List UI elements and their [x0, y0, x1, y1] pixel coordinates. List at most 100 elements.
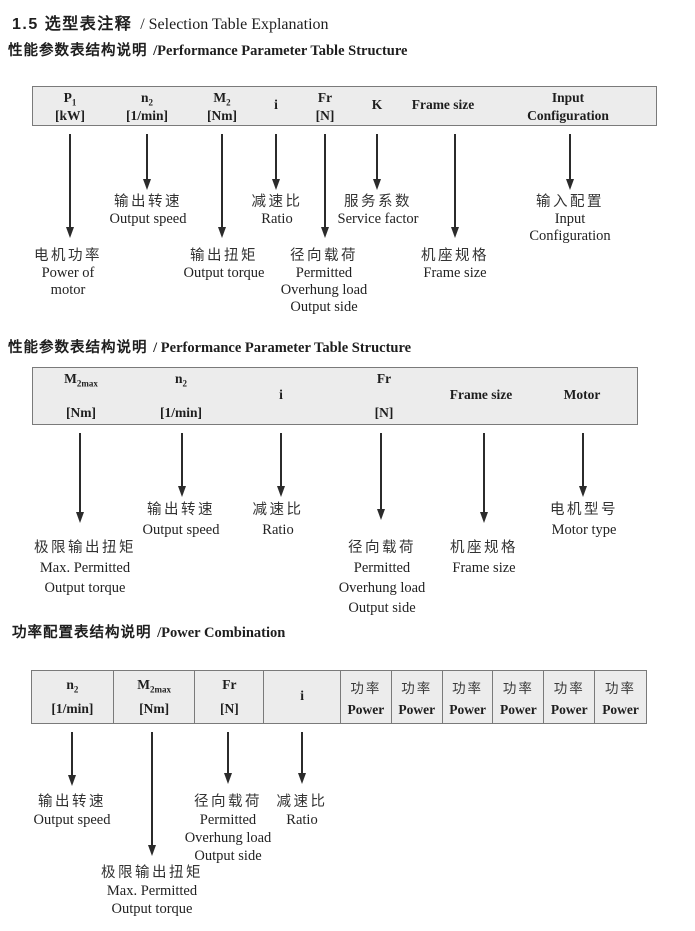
t1-col-fr: Fr [N]: [316, 86, 335, 126]
performance-table-2: [32, 367, 638, 425]
col-unit: [Nm]: [139, 700, 170, 716]
section3-heading: 功率配置表结构说明 /Power Combination: [12, 621, 285, 642]
label-line: 机座规格: [421, 248, 489, 264]
down-arrow-icon: [146, 732, 158, 856]
col-unit: Power: [500, 701, 537, 717]
label-line: Overhung load: [280, 282, 368, 298]
section2-heading-en: / Performance Parameter Table Structure: [153, 340, 412, 356]
label-line: Ratio: [286, 812, 318, 828]
t2-col-n2: n2 [1/min]: [160, 367, 202, 425]
down-arrow-icon: [449, 134, 461, 238]
down-arrow-icon: [176, 433, 188, 497]
col-unit: [1/min]: [51, 700, 94, 716]
t1-col-k: K: [372, 86, 383, 126]
down-arrow-icon: [66, 732, 78, 786]
t1-col-frame-size: Frame size: [412, 86, 475, 126]
label-line: 减速比: [251, 194, 303, 210]
t3-col-power-6: 功率 Power: [595, 671, 646, 723]
label-line: 径向载荷: [347, 540, 416, 556]
col-unit: [Nm]: [207, 107, 237, 123]
t2-col-m2max: M2max [Nm]: [64, 367, 98, 425]
col-symbol: Frame size: [449, 387, 513, 403]
col-unit: [kW]: [55, 107, 85, 123]
label-line: Ratio: [261, 211, 293, 227]
col-symbol: i: [279, 387, 283, 403]
label-line: Frame size: [452, 560, 516, 576]
t3-col-m2max: M2max [Nm]: [114, 671, 196, 723]
down-arrow-icon: [64, 134, 76, 238]
label-line: Output torque: [44, 580, 126, 596]
col-symbol: M2max: [64, 371, 98, 389]
label-line: Ratio: [262, 522, 294, 538]
section2-heading: 性能参数表结构说明 / Performance Parameter Table …: [8, 336, 411, 357]
t3-col-i: i: [264, 671, 341, 723]
down-arrow-icon: [319, 134, 331, 238]
callout-ratio: 减速比 Ratio: [277, 793, 328, 829]
down-arrow-icon: [222, 732, 234, 784]
t2-col-motor: Motor: [564, 367, 601, 425]
down-arrow-icon: [296, 732, 308, 784]
col-unit: Configuration: [527, 107, 609, 123]
t1-col-i: i: [274, 86, 278, 126]
callout-ratio: 减速比 Ratio: [253, 500, 304, 540]
power-combination-table: n2 [1/min] M2max [Nm] Fr [N] i 功率 Power …: [31, 670, 647, 724]
section1-heading-en: /Performance Parameter Table Structure: [153, 43, 408, 59]
t3-col-fr: Fr [N]: [195, 671, 265, 723]
t3-col-power-3: 功率 Power: [443, 671, 494, 723]
col-symbol: 功率: [553, 680, 585, 696]
t1-col-input-configuration: Input Configuration: [527, 86, 609, 126]
label-line: 输入配置: [535, 194, 604, 210]
col-symbol: 功率: [605, 680, 637, 696]
col-symbol: n2: [174, 371, 187, 389]
col-unit: [Nm]: [66, 405, 96, 420]
t3-col-power-1: 功率 Power: [341, 671, 392, 723]
section2-heading-cn: 性能参数表结构说明: [8, 340, 148, 356]
col-symbol: 功率: [452, 680, 484, 696]
down-arrow-icon: [270, 134, 282, 190]
t2-col-i: i: [279, 367, 283, 425]
label-line: motor: [50, 282, 86, 298]
t1-col-p1: P1 [kW]: [55, 86, 85, 126]
t2-col-frame-size: Frame size: [450, 367, 513, 425]
col-unit: Power: [398, 701, 436, 717]
label-line: 减速比: [276, 794, 328, 810]
col-symbol: Input: [551, 90, 585, 105]
col-unit: [N]: [219, 700, 239, 716]
down-arrow-icon: [216, 134, 228, 238]
label-line: 输出转速: [37, 794, 106, 810]
label-line: Configuration: [529, 228, 611, 244]
down-arrow-icon: [564, 134, 576, 190]
label-line: 极限输出扭矩: [34, 540, 136, 556]
label-line: Permitted: [199, 812, 257, 828]
col-symbol: 功率: [502, 680, 534, 696]
section3-heading-cn: 功率配置表结构说明: [12, 625, 152, 641]
col-symbol: Fr: [317, 90, 333, 105]
label-line: Motor type: [551, 522, 617, 538]
page-title-en: / Selection Table Explanation: [140, 16, 329, 33]
label-line: Permitted: [295, 265, 353, 281]
label-line: 极限输出扭矩: [101, 865, 203, 881]
label-line: Permitted: [353, 560, 411, 576]
col-symbol: n2: [140, 90, 153, 108]
col-unit: Power: [602, 701, 639, 717]
down-arrow-icon: [375, 433, 387, 520]
down-arrow-icon: [478, 433, 490, 523]
label-line: Output side: [290, 299, 358, 315]
label-line: Output torque: [111, 901, 193, 917]
label-line: 减速比: [252, 502, 304, 518]
col-unit: Power: [550, 701, 588, 717]
label-line: 输出转速: [113, 194, 182, 210]
down-arrow-icon: [577, 433, 589, 497]
t1-col-m2: M2 [Nm]: [207, 86, 237, 126]
